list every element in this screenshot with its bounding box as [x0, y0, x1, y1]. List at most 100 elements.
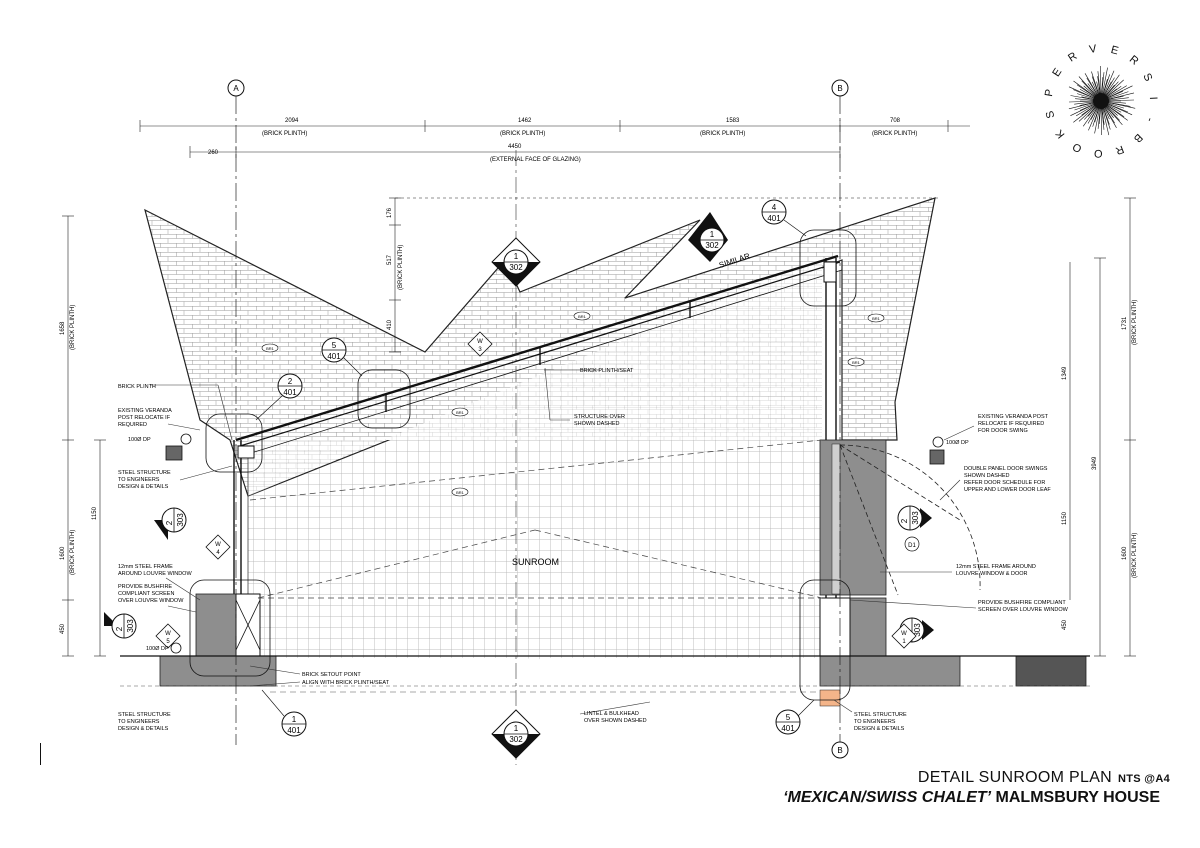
brick-seat-lower	[248, 258, 822, 496]
logo-letter: V	[1088, 43, 1098, 56]
callout-2-num: 2	[288, 377, 293, 386]
dim-plinth-2: (BRICK PLINTH)	[500, 131, 545, 137]
dim-left-2: 1600	[60, 546, 66, 560]
dim-right-1: 1731	[1122, 316, 1128, 330]
dim-right-6: 450	[1062, 619, 1068, 630]
section-r1-ref: 303	[913, 623, 922, 637]
window-id-4: 1	[902, 639, 906, 645]
detail-callout-5-401-top	[321, 337, 363, 377]
callout-4-num: 4	[772, 203, 777, 212]
section-1-ref: 302	[509, 263, 523, 272]
leader-lines	[150, 367, 977, 715]
dim-left-4: 1150	[92, 506, 98, 520]
logo-letter: O	[1070, 140, 1083, 155]
gridline-b	[831, 79, 849, 759]
label-frame-r2: LOUVRE WINDOW & DOOR	[956, 571, 1028, 577]
label-steel-br2: TO ENGINEERS	[854, 719, 896, 725]
gridline-a	[227, 79, 245, 745]
label-existing-post-r2: RELOCATE IF REQUIRED	[978, 421, 1044, 427]
door-swing	[839, 444, 981, 596]
section-ll-num: 2	[115, 626, 124, 631]
grid-label-a: A	[233, 84, 239, 93]
dim-right-2: 1600	[1122, 546, 1128, 560]
dim-top-2: 1462	[518, 118, 532, 124]
label-dp-l: 100Ø DP	[128, 437, 151, 443]
label-screen-l3: OVER LOUVRE WINDOW	[118, 598, 184, 604]
section-l-ref: 303	[176, 513, 185, 527]
callout-5b-ref: 401	[781, 724, 795, 733]
dim-left-1: 1658	[60, 321, 66, 335]
section-b-ref: 302	[509, 735, 523, 744]
window-id-2: 4	[216, 550, 220, 556]
dim-top-1: 2094	[285, 118, 299, 124]
callout-1-num: 1	[292, 715, 297, 724]
dim-plinth-1: (BRICK PLINTH)	[262, 131, 307, 137]
window-w-2: W	[215, 542, 221, 548]
window-id-3: 5	[166, 639, 170, 645]
section-2-num: 1	[710, 230, 715, 239]
label-steel-bl2: TO ENGINEERS	[118, 719, 160, 725]
label-frame-l2: AROUND LOUVRE WINDOW	[118, 571, 192, 577]
label-door-2: SHOWN DASHED	[964, 473, 1010, 479]
tag-6: BR1	[872, 316, 881, 321]
right-dimension-chain	[1069, 197, 1136, 657]
dim-left-plinth-1: (BRICK PLINTH)	[70, 305, 76, 350]
logo-letter: -	[1143, 116, 1156, 124]
dim-top-4: 708	[890, 118, 901, 124]
logo-letter: K	[1053, 127, 1067, 141]
label-frame-r1: 12mm STEEL FRAME AROUND	[956, 564, 1036, 570]
logo-letter: R	[1127, 53, 1141, 67]
label-door-3: REFER DOOR SCHEDULE FOR	[964, 480, 1045, 486]
dim-top-3: 1583	[726, 118, 740, 124]
callout-4-ref: 401	[767, 214, 781, 223]
label-dp-l2: 100Ø DP	[146, 646, 169, 652]
project-title-rest: MALMSBURY HOUSE	[995, 789, 1160, 806]
logo-letter: R	[1066, 50, 1079, 64]
label-steel-bl1: STEEL STRUCTURE	[118, 712, 171, 718]
label-existing-post-l3: REQUIRED	[118, 422, 147, 428]
window-tags	[155, 331, 917, 649]
tag-5: BR1	[852, 360, 861, 365]
veranda-posts	[165, 433, 945, 654]
section-2-ref: 302	[705, 241, 719, 250]
section-marker-2	[688, 212, 728, 262]
label-structure-over-2: SHOWN DASHED	[574, 421, 620, 427]
detail-callout-5-401-bottom	[775, 699, 815, 735]
section-marker-1	[491, 237, 541, 287]
left-dimension-chain	[62, 215, 106, 657]
label-lintel-1: LINTEL & BULKHEAD	[584, 711, 639, 717]
label-brick-setout-2: ALIGN WITH BRICK PLINTH/SEAT	[302, 680, 390, 686]
label-steel-l2: TO ENGINEERS	[118, 477, 160, 483]
logo-letter: I	[1147, 96, 1159, 100]
callout-2-ref: 401	[283, 388, 297, 397]
sunroom-label: SUNROOM	[512, 557, 559, 567]
label-steel-br3: DESIGN & DETAILS	[854, 726, 905, 732]
label-screen-l1: PROVIDE BUSHFIRE	[118, 584, 172, 590]
section-ll-ref: 303	[126, 619, 135, 633]
dim-right-5: 1150	[1062, 511, 1068, 525]
label-door-1: DOUBLE PANEL DOOR SWINGS	[964, 466, 1048, 472]
right-column	[819, 258, 887, 660]
grid-label-b-bottom: B	[837, 746, 842, 755]
window-w-3: W	[165, 631, 171, 637]
dim-plinth-3: (BRICK PLINTH)	[700, 131, 745, 137]
sunroom-floor-base	[248, 440, 822, 658]
logo-letter: P	[1043, 88, 1056, 97]
window-id-1: 3	[478, 347, 482, 353]
label-plinth-seat: BRICK PLINTH/SEAT	[580, 368, 634, 374]
dim-left-plinth-2: (BRICK PLINTH)	[70, 530, 76, 575]
label-steel-l3: DESIGN & DETAILS	[118, 484, 169, 490]
grid-label-b: B	[837, 84, 842, 93]
label-existing-post-l2: POST RELOCATE IF	[118, 415, 171, 421]
detail-callout-2-401	[255, 373, 303, 421]
drawing-title-text: DETAIL SUNROOM PLAN	[917, 769, 1113, 786]
section-marker-2-303-left	[154, 507, 187, 540]
door-tag-label: D1	[908, 543, 916, 549]
material-tags	[261, 311, 885, 497]
callout-5-ref: 401	[327, 352, 341, 361]
page-edge-mark	[40, 743, 41, 765]
logo-letter: S	[1140, 71, 1154, 83]
tag-4: BR1	[456, 490, 465, 495]
